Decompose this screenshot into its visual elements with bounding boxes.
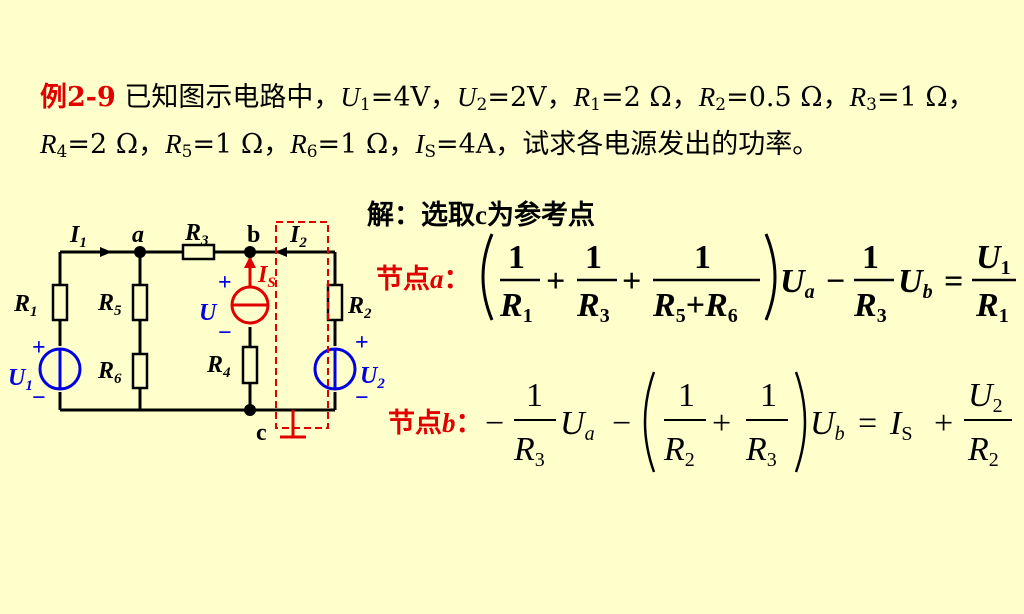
eq-a-den3: R5+R6 [652, 287, 738, 327]
param-U2: U2=2V， [457, 82, 574, 115]
problem-question: 试求各电源发出的功率。 [522, 129, 820, 160]
eq-b-label: 节点b： [388, 408, 483, 439]
label-R1: R1 [13, 291, 38, 320]
eq-a-plus1: + [546, 263, 565, 300]
eq-a-num4: 1 [862, 239, 879, 276]
arrow-I1-icon [100, 247, 112, 257]
label-R2: R2 [347, 293, 372, 322]
eq-b-num1: 1 [526, 377, 543, 414]
eq-a-num2: 1 [585, 239, 602, 276]
eq-a-den2: R3 [576, 287, 610, 327]
eq-a-den4: R3 [853, 287, 887, 327]
eq-a-label: 节点a： [376, 264, 471, 295]
voltage-source-U2 [313, 347, 357, 391]
eq-b-den2: R2 [663, 431, 695, 471]
param-R4: R4=2 Ω， [40, 129, 166, 162]
arrow-I2-icon [275, 247, 287, 257]
label-U-minus: − [218, 320, 232, 346]
problem-intro: 已知图示电路中， [124, 82, 341, 113]
eq-b-plus1: + [712, 405, 731, 442]
param-R6: R6=1 Ω， [290, 129, 416, 162]
equation-node-b: 节点b： − 1 R3 Ua − 1 R2 + 1 R3 Ub = IS + U… [388, 371, 1012, 473]
resistor-R3 [181, 243, 216, 261]
node-c-dot [244, 404, 256, 416]
label-U2-plus: + [355, 330, 369, 356]
paren-left-icon [481, 233, 494, 321]
label-R6: R6 [97, 358, 122, 387]
eq-b-den1: R3 [513, 431, 545, 471]
label-U2-minus: − [355, 385, 369, 411]
label-R5: R5 [97, 290, 122, 319]
label-node-c: c [256, 420, 267, 446]
label-I2: I2 [289, 222, 307, 251]
label-U: U [199, 300, 218, 326]
resistor-R6 [131, 352, 149, 390]
node-a-dot [134, 246, 146, 258]
label-R4: R4 [206, 352, 231, 381]
paren-right-b-icon [794, 371, 807, 473]
resistor-R1 [51, 283, 69, 322]
eq-b-minus1: − [485, 405, 504, 442]
eq-b-den4: R2 [967, 431, 999, 471]
circuit-diagram: I1 a R3 b I2 R1 R5 R6 R4 R2 IS U + − U1 … [8, 220, 385, 446]
circuit-wires [58, 250, 337, 412]
paren-right-icon [764, 233, 777, 321]
eq-a-equals: = [944, 263, 963, 300]
label-I1: I1 [69, 222, 87, 251]
param-R3: R3=1 Ω， [849, 82, 975, 115]
example-tag: 例2-9 [40, 82, 116, 113]
eq-b-equals: = [858, 405, 877, 442]
eq-a-den5: R1 [975, 287, 1009, 327]
eq-a-den1: R1 [499, 287, 533, 327]
label-U1: U1 [8, 365, 33, 394]
label-node-a: a [132, 222, 144, 248]
eq-a-minus: − [826, 263, 845, 300]
current-source-Is [230, 256, 270, 325]
label-Is: IS [257, 262, 276, 291]
eq-a-num5: U1 [976, 239, 1011, 279]
eq-a-Ub: Ub [898, 263, 933, 303]
dashed-cut-box [275, 221, 329, 429]
label-R3: R3 [184, 220, 209, 249]
label-U1-plus: + [32, 335, 46, 361]
eq-b-minus2: − [612, 405, 631, 442]
param-R5: R5=1 Ω， [165, 129, 291, 162]
label-U-plus: + [218, 270, 232, 296]
voltage-source-U1 [38, 347, 82, 391]
eq-a-num1: 1 [508, 239, 525, 276]
solution-header: 解：选取c为参考点 [367, 200, 595, 231]
eq-b-num2: 1 [678, 377, 695, 414]
eq-b-num4: U2 [968, 377, 1003, 417]
eq-b-Ua: Ua [560, 405, 595, 445]
paren-left-b-icon [643, 371, 656, 473]
resistor-R2 [326, 283, 344, 322]
equation-node-a: 节点a： 1 R1 + 1 R3 + 1 R5+R6 Ua − 1 R3 Ub … [376, 233, 1016, 327]
label-U1-minus: − [32, 385, 46, 411]
param-R2: R2=0.5 Ω， [698, 82, 850, 115]
eq-a-num3: 1 [694, 239, 711, 276]
eq-a-Ua: Ua [780, 263, 815, 303]
eq-a-plus2: + [622, 263, 641, 300]
eq-b-plus2: + [934, 405, 953, 442]
param-R1: R1=2 Ω， [573, 82, 699, 115]
resistor-R5 [131, 283, 149, 322]
param-U1: U1=4V， [340, 82, 458, 115]
label-node-b: b [247, 222, 260, 248]
resistor-R4 [241, 345, 259, 385]
eq-b-Ub: Ub [810, 405, 845, 445]
eq-b-Is: IS [889, 405, 912, 445]
param-Is: IS=4A， [415, 129, 523, 162]
label-U2: U2 [360, 363, 385, 392]
eq-b-num3: 1 [760, 377, 777, 414]
problem-statement: 例2-9 已知图示电路中，U1=4V，U2=2V，R1=2 Ω，R2=0.5 Ω… [40, 74, 1000, 168]
eq-b-den3: R3 [745, 431, 777, 471]
node-b-dot [244, 246, 256, 258]
